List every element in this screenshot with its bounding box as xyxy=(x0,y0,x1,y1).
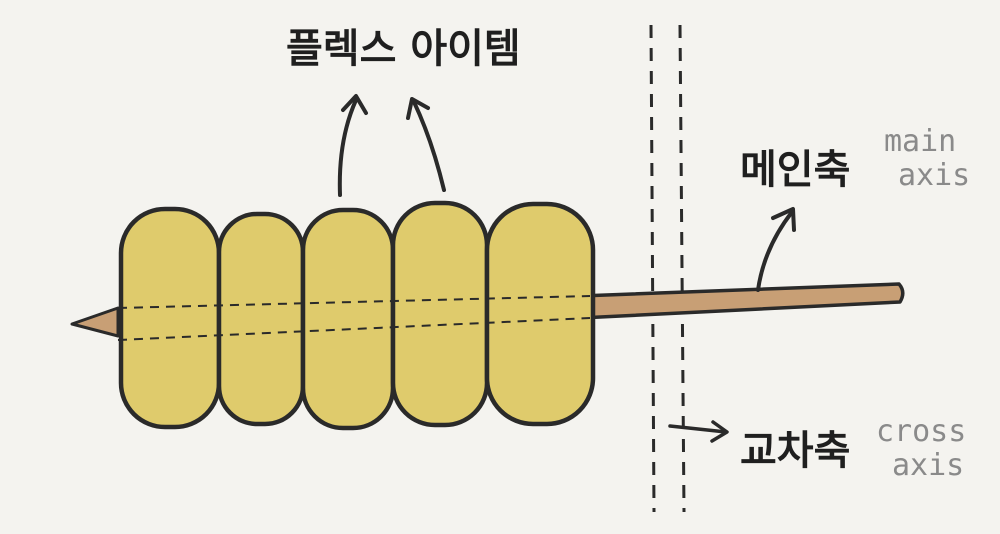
arrow-to-flex-items-left xyxy=(337,98,358,197)
flex-item-4 xyxy=(390,200,490,428)
arrow-to-flex-items-right xyxy=(412,100,446,192)
flex-item-3 xyxy=(300,207,396,431)
main-axis-label-en-2: axis xyxy=(898,158,971,193)
skewer-tip xyxy=(70,306,120,338)
main-axis-label-ko: 메인축 xyxy=(740,147,851,193)
arrow-to-main-axis xyxy=(756,210,794,292)
flex-item-2 xyxy=(216,211,306,427)
cross-axis-line-left xyxy=(649,24,656,513)
cross-axis-label-en-1: cross xyxy=(876,414,967,449)
cross-axis-label-en-2: axis xyxy=(892,448,965,483)
flex-items-label: 플렉스 아이템 xyxy=(286,26,521,72)
cross-axis-line-right xyxy=(678,24,686,513)
flex-item-5 xyxy=(484,201,596,427)
flex-item-1 xyxy=(118,206,222,430)
arrow-head-cross-axis xyxy=(710,420,729,443)
main-axis-label-en-1: main xyxy=(884,124,957,159)
arrow-head-right xyxy=(406,97,430,120)
arrow-head-main-axis xyxy=(771,207,796,232)
cross-axis-label-ko: 교차축 xyxy=(740,428,851,474)
arrow-to-cross-axis xyxy=(668,424,728,434)
arrow-head-left xyxy=(341,94,368,115)
skewer-stick xyxy=(578,282,905,320)
